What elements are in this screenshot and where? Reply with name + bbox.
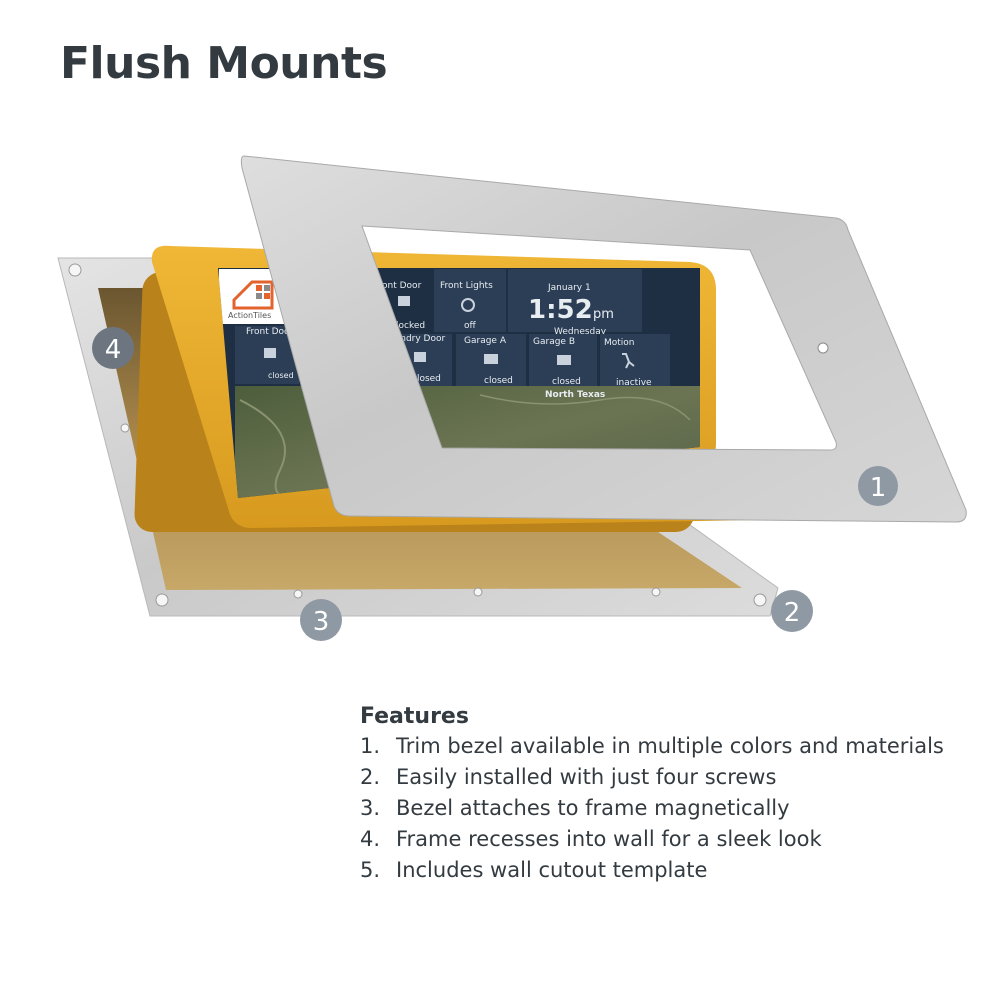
svg-text:1: 1 xyxy=(870,473,887,503)
clock-time: 1:52 xyxy=(528,295,593,325)
badge-1: 1 xyxy=(858,466,898,506)
motion-icon xyxy=(622,353,635,369)
clock-day: Wednesday xyxy=(554,327,607,337)
tile-laundry-door-title: Laundry Door xyxy=(384,334,445,344)
tile-front-door-top-status: locked xyxy=(396,321,425,331)
clock-ampm: pm xyxy=(593,307,614,322)
tile-front-door-left-title: Front Door xyxy=(246,327,294,337)
tile-front-lights-status: off xyxy=(464,321,477,331)
garage-icon xyxy=(557,355,571,365)
trim-bezel xyxy=(240,155,967,523)
tile-laundry-door-status: closed xyxy=(412,374,441,384)
tile-garage-b-title: Garage B xyxy=(533,337,575,347)
garage-icon xyxy=(484,354,498,364)
tile-motion-title: Motion xyxy=(604,338,635,348)
logo-text: ActionTiles xyxy=(228,311,271,320)
feature-item-5: 5.Includes wall cutout template xyxy=(360,858,708,882)
tile-front-door-top-title: Front Door xyxy=(374,281,422,291)
tile-motion-status: inactive xyxy=(616,378,652,388)
features-heading: Features xyxy=(360,704,469,729)
tile-garage-a-status: closed xyxy=(484,376,513,386)
feature-item-2: 2.Easily installed with just four screws xyxy=(360,765,777,789)
features-list: 1.Trim bezel available in multiple color… xyxy=(360,733,960,884)
map-label: North Texas xyxy=(545,390,605,400)
bulb-icon xyxy=(461,298,475,312)
flush-mount-illustration: ActionTiles Front Door locked Front Ligh… xyxy=(57,155,967,641)
feature-item-3: 3.Bezel attaches to frame magnetically xyxy=(360,796,790,820)
svg-text:3: 3 xyxy=(313,607,330,637)
lock-icon xyxy=(398,296,410,306)
feature-item-4: 4.Frame recesses into wall for a sleek l… xyxy=(360,827,822,851)
tile-garage-a-title: Garage A xyxy=(464,336,507,346)
door-icon xyxy=(264,348,276,358)
tile-front-door-left-status: closed xyxy=(268,371,294,380)
badge-2: 2 xyxy=(771,590,813,632)
badge-3: 3 xyxy=(300,599,342,641)
features-section: Features 1.Trim bezel available in multi… xyxy=(360,704,960,888)
clock-date: January 1 xyxy=(547,283,591,293)
svg-text:4: 4 xyxy=(105,335,122,365)
tile-garage-b-status: closed xyxy=(552,377,581,387)
badge-4: 4 xyxy=(92,327,134,369)
door-icon xyxy=(414,352,426,362)
tile-front-lights-title: Front Lights xyxy=(440,281,493,291)
page-title: Flush Mounts xyxy=(60,38,388,89)
feature-item-1: 1.Trim bezel available in multiple color… xyxy=(360,734,944,758)
svg-text:2: 2 xyxy=(784,598,801,628)
